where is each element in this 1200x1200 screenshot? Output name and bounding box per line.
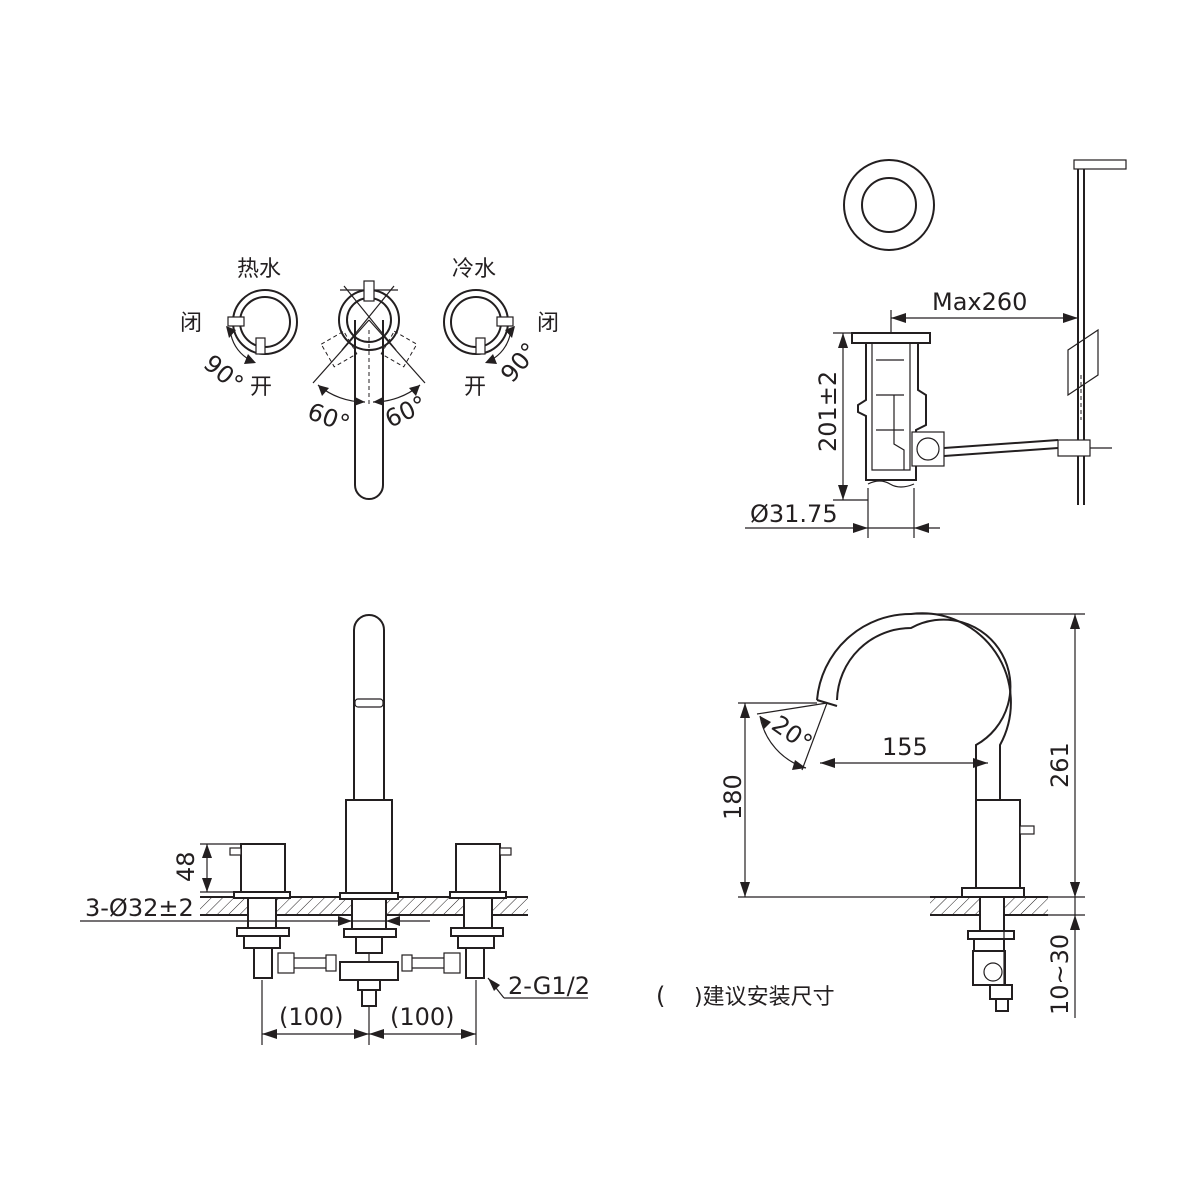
- drain-body: [851, 332, 1059, 488]
- cold-closed-label: 闭: [537, 311, 559, 336]
- handle-rotation-diagram: 热水 闭 开 90° 60° 60°: [180, 257, 559, 500]
- hot-open-label: 开: [250, 375, 272, 400]
- deck-thickness-dimension: 10~30: [1046, 934, 1074, 1015]
- cold-open-label: 开: [464, 375, 486, 400]
- hot-water-label: 热水: [237, 257, 281, 282]
- total-height-dimension: 261: [1046, 742, 1074, 788]
- drain-height-dimension: 201±2: [814, 371, 842, 452]
- max-reach-dimension: Max260: [932, 288, 1027, 316]
- cold-angle-label: 90°: [495, 337, 544, 388]
- right-spacing-dimension: (100): [390, 1003, 455, 1031]
- spout-top-view: [312, 280, 426, 500]
- drain-diameter-dimension: Ø31.75: [750, 500, 838, 528]
- side-elevation-diagram: 20° 155 180 261 10~30: [719, 612, 1085, 1018]
- cold-water-label: 冷水: [452, 257, 496, 282]
- cold-valve-front-view: [401, 843, 512, 979]
- inlet-thread-dimension: 2-G1/2: [508, 972, 590, 1000]
- note-suggested-dimensions: )建议安装尺寸: [694, 985, 835, 1010]
- drain-assembly-diagram: Max260 201±2 Ø31.75: [745, 159, 1127, 538]
- note-bracket: (: [656, 982, 665, 1010]
- cold-handle-top-view: [443, 289, 515, 364]
- left-60-angle-label: 60°: [304, 397, 354, 438]
- hot-angle-label: 90°: [198, 349, 249, 398]
- spout-front-view: [339, 614, 399, 966]
- left-spacing-dimension: (100): [279, 1003, 344, 1031]
- spout-height-dimension: 180: [719, 774, 747, 820]
- hot-handle-top-view: [226, 289, 298, 364]
- hot-closed-label: 闭: [180, 311, 202, 336]
- front-elevation-diagram: 48 3-Ø32±2 (100) (100) 2-G1/2: [80, 614, 590, 1045]
- mounting-hole-dimension: 3-Ø32±2: [85, 894, 194, 922]
- right-60-angle-label: 60°: [381, 390, 431, 433]
- handle-height-dimension: 48: [172, 851, 200, 882]
- spout-reach-dimension: 155: [882, 733, 928, 761]
- mixing-tee: [339, 961, 399, 1007]
- hot-valve-front-view: [229, 843, 337, 979]
- drain-cap-top-view: [843, 159, 935, 251]
- lift-rod: [1057, 159, 1127, 505]
- gooseneck-spout: [816, 612, 1035, 1012]
